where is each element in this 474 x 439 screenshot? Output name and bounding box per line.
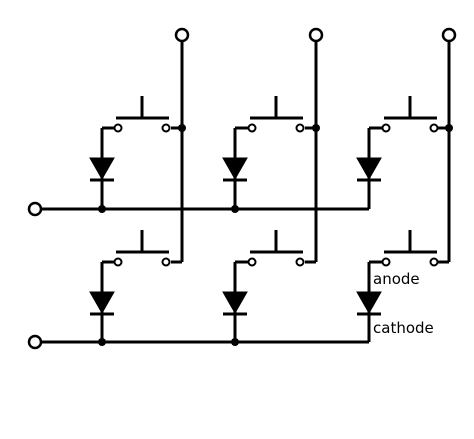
switch-r1-c3 xyxy=(367,96,449,209)
column-terminal-1 xyxy=(174,27,190,43)
diode-r2-c2 xyxy=(222,291,248,316)
diode-r1-c3 xyxy=(356,157,382,182)
switch-r1-c2 xyxy=(233,96,316,209)
diode-r1-c2 xyxy=(222,157,248,182)
cathode-label: cathode xyxy=(373,319,434,337)
diode-r2-c1 xyxy=(89,291,115,316)
row-terminal-2 xyxy=(27,334,43,350)
column-terminal-2 xyxy=(308,27,324,43)
switch-r2-c2 xyxy=(233,230,316,342)
row-terminal-1 xyxy=(27,201,43,217)
switch-r1-c1 xyxy=(100,96,182,209)
switch-r2-c1 xyxy=(100,230,182,342)
anode-label: anode xyxy=(373,270,420,288)
diode-r1-c1 xyxy=(89,157,115,182)
diode-r2-c3 xyxy=(356,291,382,316)
junction-dots xyxy=(98,124,453,346)
column-terminal-3 xyxy=(441,27,457,43)
